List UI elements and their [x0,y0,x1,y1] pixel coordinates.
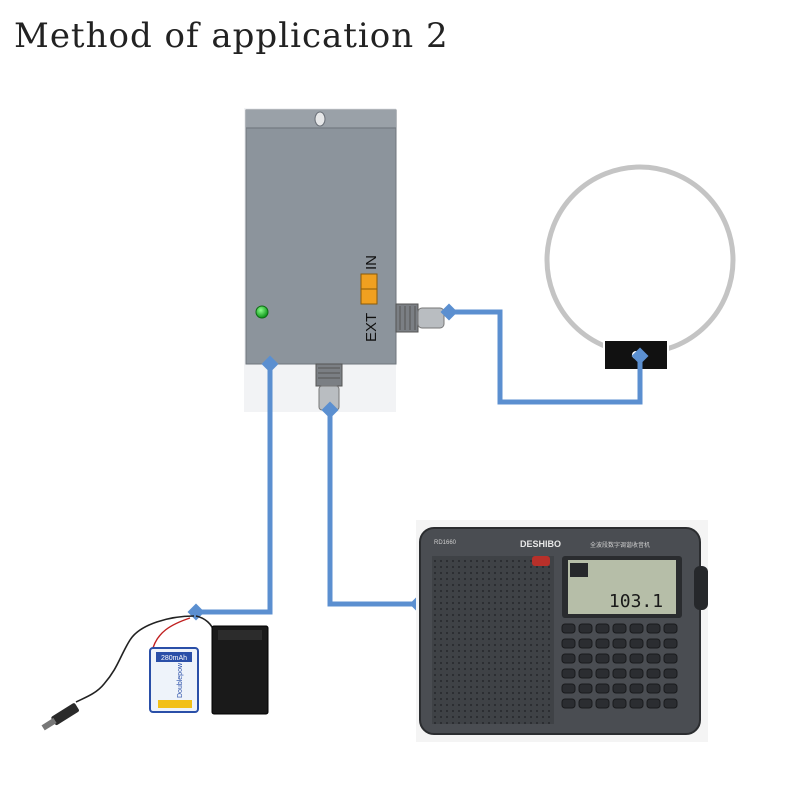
keypad-button[interactable] [595,653,610,664]
loop-antenna [544,164,736,371]
keypad-button[interactable] [612,668,627,679]
endpoint-amp-right [440,303,458,321]
mount-hole-icon [314,111,326,127]
keypad [561,623,678,709]
radio-receiver: RD1660 DESHIBO 全波段数字调谐收音机 103.1 [416,520,708,742]
keypad-button[interactable] [561,653,576,664]
keypad-button[interactable] [561,668,576,679]
power-lead-wire [75,615,195,703]
keypad-button[interactable] [578,683,593,694]
battery-holder [211,625,269,715]
keypad-button[interactable] [578,698,593,709]
radio-subtitle: 全波段数字调谐收音机 [590,541,650,549]
keypad-button[interactable] [663,683,678,694]
keypad-button[interactable] [561,698,576,709]
keypad-button[interactable] [646,698,661,709]
keypad-button[interactable] [578,653,593,664]
keypad-button[interactable] [612,698,627,709]
cable-amp-to-loop [449,309,643,405]
keypad-button[interactable] [578,668,593,679]
switch-label-in: IN [363,255,380,270]
keypad-button[interactable] [595,698,610,709]
battery-pack: 280mAh Doublepow [41,615,269,731]
keypad-button[interactable] [561,638,576,649]
keypad-button[interactable] [561,683,576,694]
keypad-button[interactable] [578,623,593,634]
battery-capacity: 280mAh [161,655,187,662]
keypad-button[interactable] [663,698,678,709]
keypad-button[interactable] [646,638,661,649]
keypad-button[interactable] [578,638,593,649]
keypad-button[interactable] [629,653,644,664]
endpoint-loop [631,347,649,365]
keypad-button[interactable] [629,638,644,649]
keypad-button[interactable] [612,638,627,649]
endpoint-amp-bottom [321,401,339,419]
keypad-button[interactable] [595,683,610,694]
radio-brand: DESHIBO [520,539,561,549]
amplifier-body [245,109,397,365]
keypad-button[interactable] [663,653,678,664]
bnc-connector-right [395,303,445,333]
keypad-button[interactable] [595,638,610,649]
amplifier-unit: EXT IN [244,108,445,412]
dc-plug [41,703,79,731]
keypad-button[interactable] [646,653,661,664]
switch-label-ext: EXT [363,313,380,342]
keypad-button[interactable] [646,623,661,634]
keypad-button[interactable] [612,623,627,634]
keypad-button[interactable] [663,623,678,634]
radio-model: RD1660 [434,540,457,546]
power-led [255,305,269,319]
keypad-button[interactable] [663,668,678,679]
loop-ring [544,164,736,356]
keypad-button[interactable] [629,668,644,679]
endpoint-amp-power [261,355,279,373]
keypad-button[interactable] [595,623,610,634]
keypad-button[interactable] [646,683,661,694]
power-button[interactable] [532,556,550,566]
cable-amp-to-battery [196,364,273,615]
keypad-button[interactable] [629,683,644,694]
keypad-button[interactable] [612,683,627,694]
battery-9v [149,647,199,713]
lcd-frequency: 103.1 [609,591,663,612]
keypad-button[interactable] [629,698,644,709]
cable-amp-to-radio [327,410,418,607]
bnc-connector-bottom [315,363,343,411]
keypad-button[interactable] [561,623,576,634]
page-title: Method of application 2 [14,16,449,56]
keypad-button[interactable] [595,668,610,679]
keypad-button[interactable] [646,668,661,679]
keypad-button[interactable] [663,638,678,649]
battery-brand: Doublepow [177,662,184,698]
cables [196,309,643,615]
tuning-knob[interactable] [694,566,708,610]
speaker-grill [432,556,554,724]
keypad-button[interactable] [612,653,627,664]
keypad-button[interactable] [629,623,644,634]
